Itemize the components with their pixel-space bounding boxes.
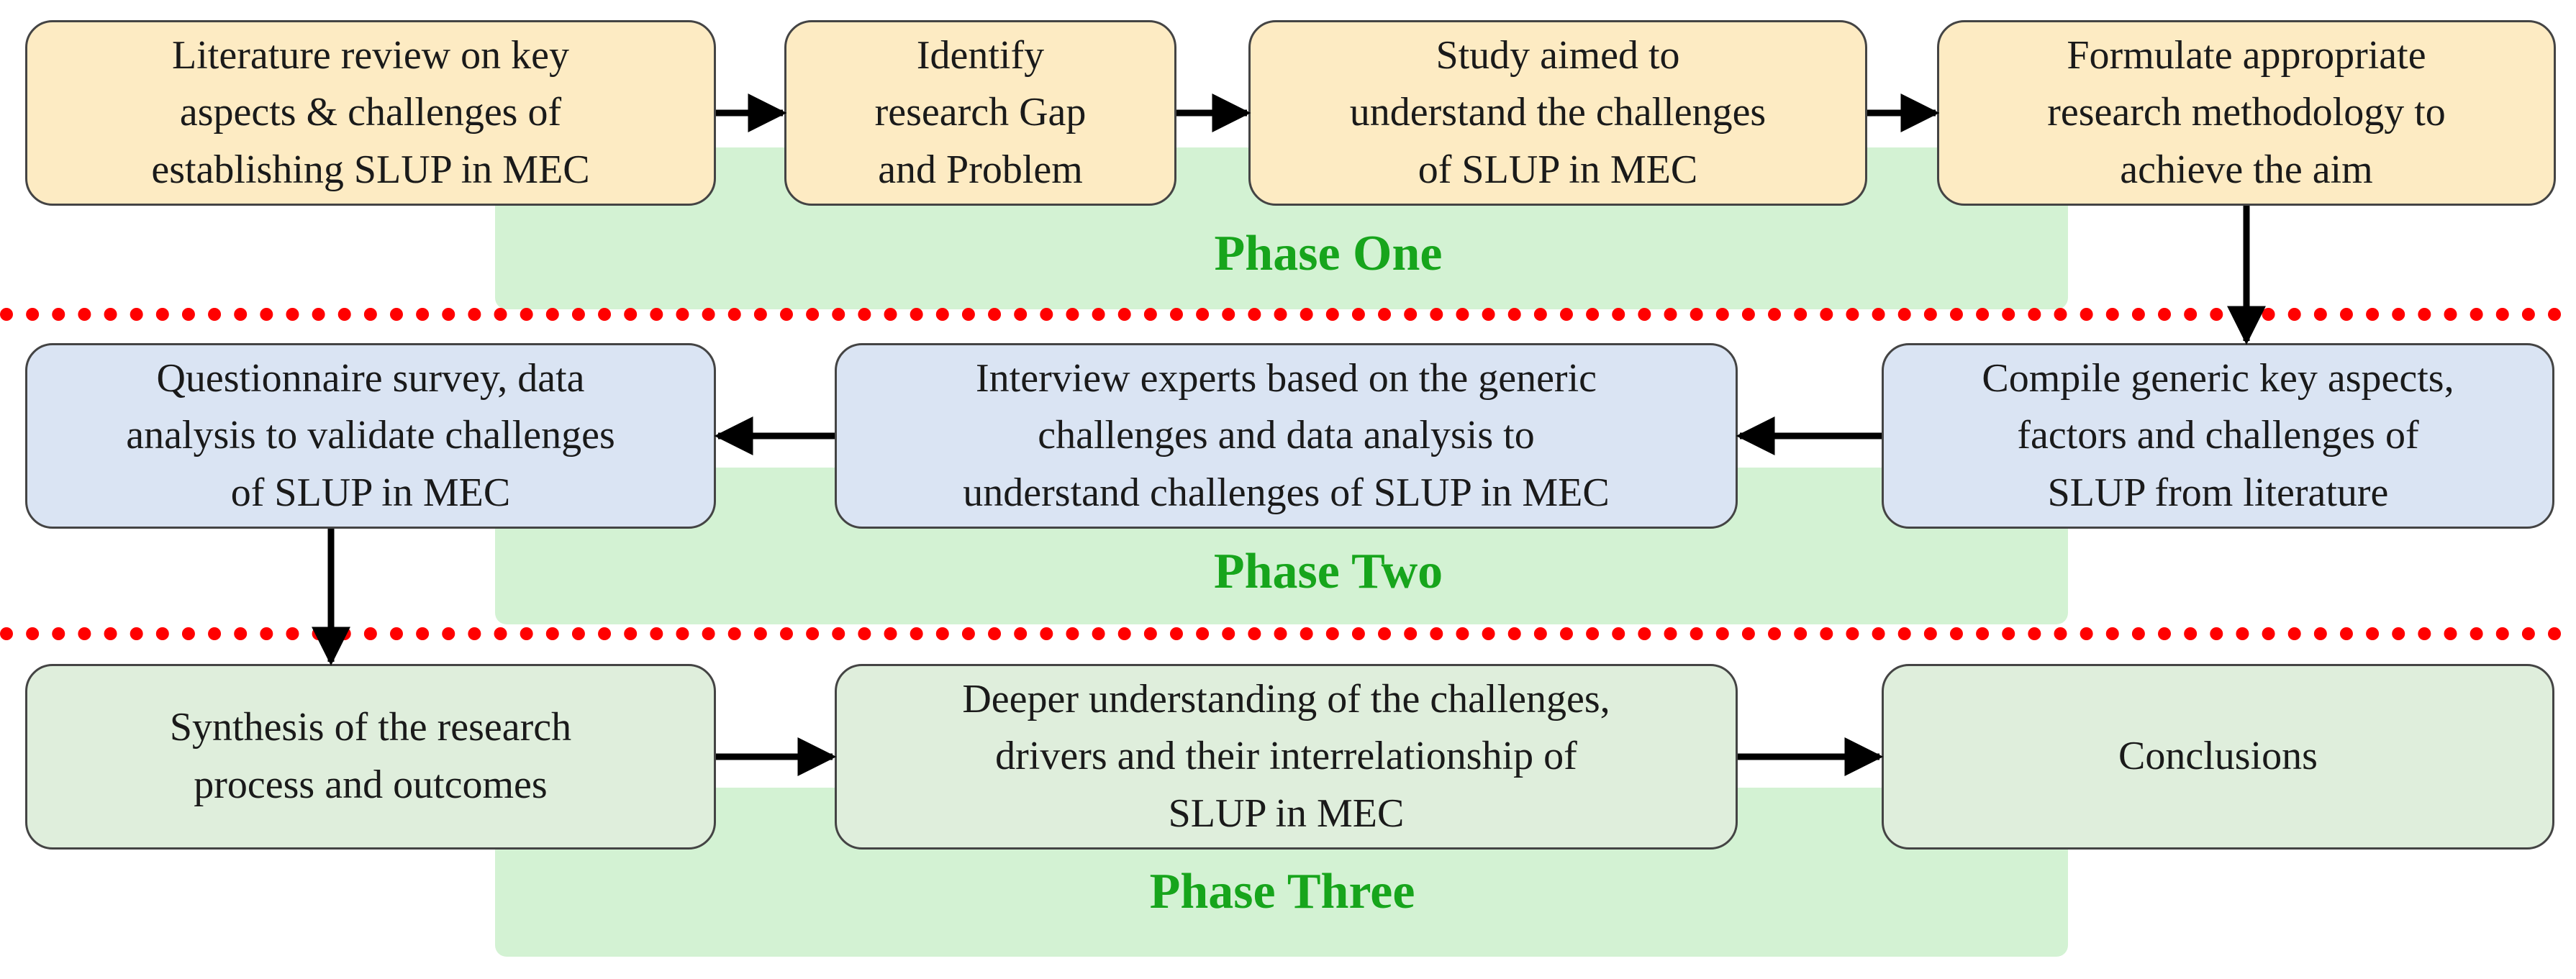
phase-three-label: Phase Three xyxy=(1149,864,1415,919)
compile-key-aspects-text: Compile generic key aspects, factors and… xyxy=(1982,355,2454,515)
phase-one-label: Phase One xyxy=(1214,226,1443,281)
questionnaire-survey-text: Questionnaire survey, data analysis to v… xyxy=(126,355,615,515)
conclusions-text: Conclusions xyxy=(2118,734,2318,779)
phase-divider-one-two xyxy=(0,308,2562,321)
compile-key-aspects-box: Compile generic key aspects, factors and… xyxy=(1882,343,2554,529)
conclusions-box: Conclusions xyxy=(1882,664,2554,850)
interview-experts-box: Interview experts based on the generic c… xyxy=(835,343,1738,529)
questionnaire-survey-box: Questionnaire survey, data analysis to v… xyxy=(25,343,716,529)
study-aim-box: Study aimed to understand the challenges… xyxy=(1248,20,1867,206)
research-gap-box: Identify research Gap and Problem xyxy=(784,20,1176,206)
deeper-understanding-text: Deeper understanding of the challenges, … xyxy=(962,676,1610,836)
literature-review-box: Literature review on key aspects & chall… xyxy=(25,20,716,206)
phase-two-label: Phase Two xyxy=(1213,544,1443,599)
literature-review-text: Literature review on key aspects & chall… xyxy=(151,32,590,192)
phase-divider-two-three xyxy=(0,627,2562,640)
synthesis-text: Synthesis of the research process and ou… xyxy=(169,705,572,807)
deeper-understanding-box: Deeper understanding of the challenges, … xyxy=(835,664,1738,850)
synthesis-box: Synthesis of the research process and ou… xyxy=(25,664,716,850)
research-gap-text: Identify research Gap and Problem xyxy=(874,32,1087,192)
interview-experts-text: Interview experts based on the generic c… xyxy=(963,355,1610,515)
research-methodology-text: Formulate appropriate research methodolo… xyxy=(2047,32,2446,192)
study-aim-text: Study aimed to understand the challenges… xyxy=(1349,32,1767,192)
